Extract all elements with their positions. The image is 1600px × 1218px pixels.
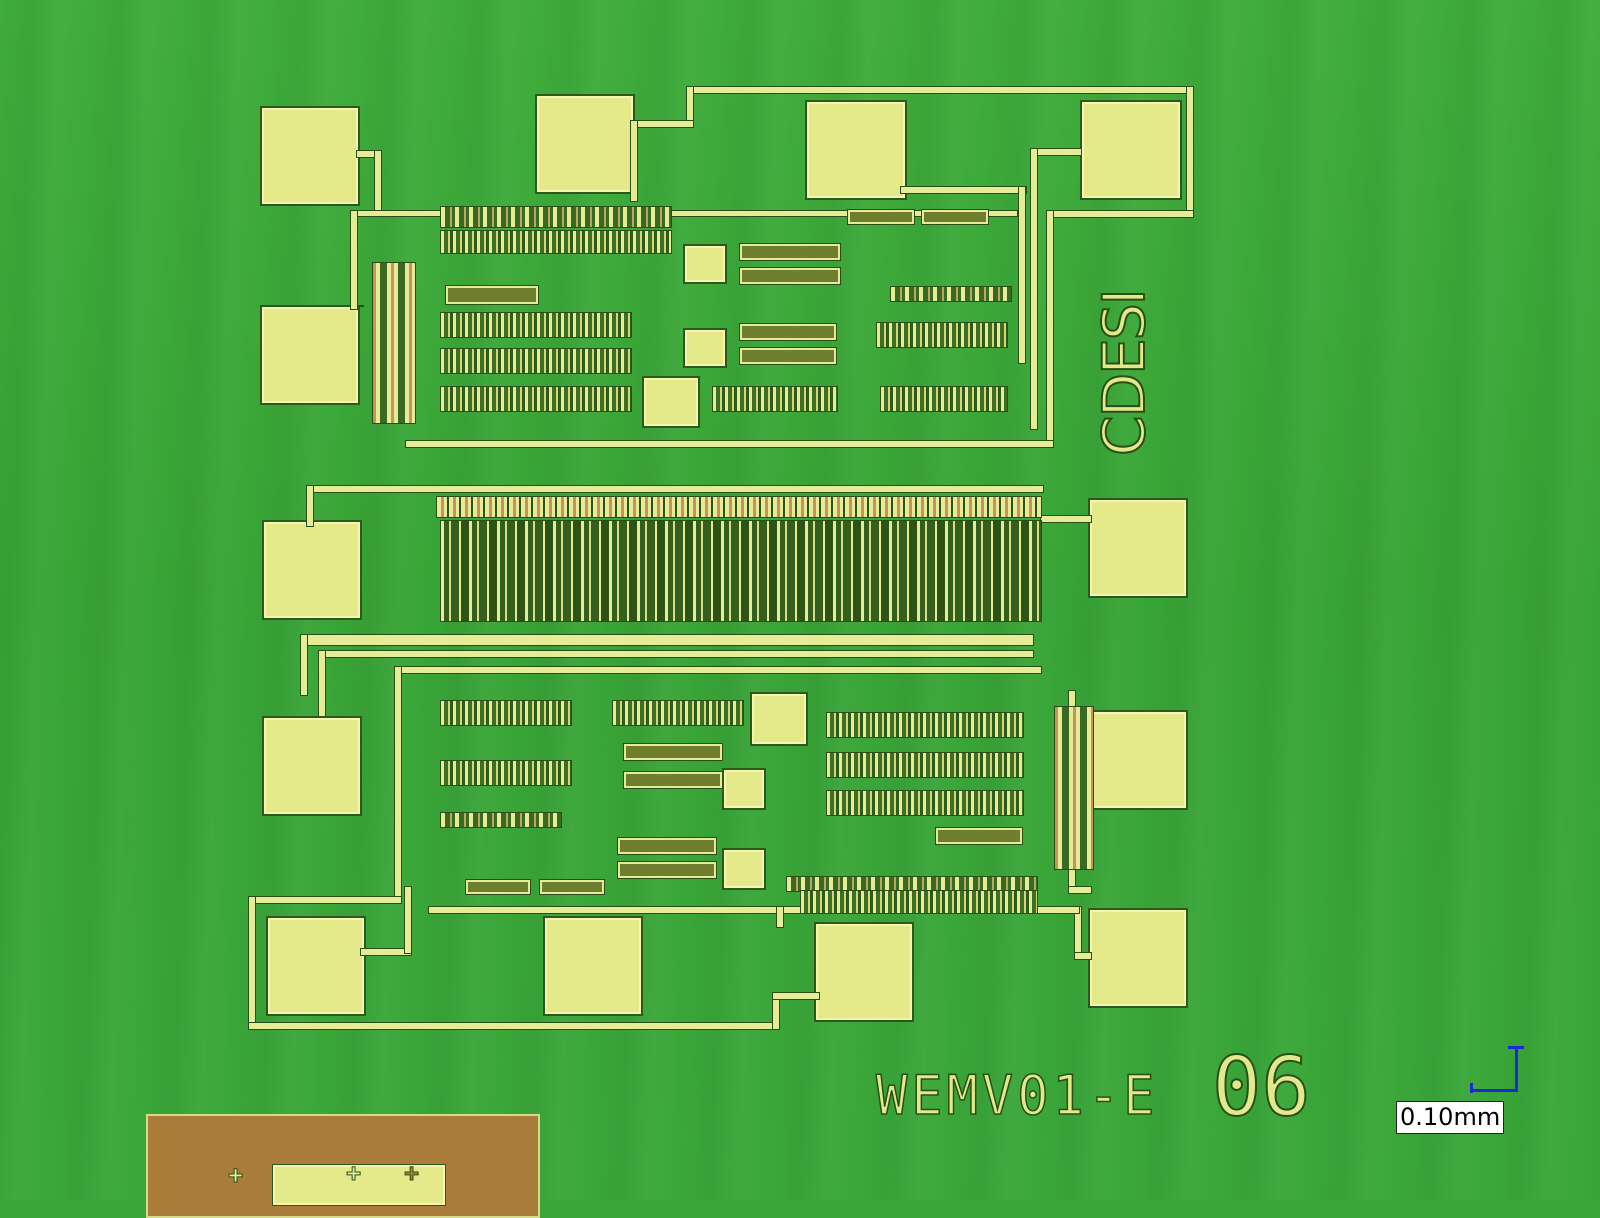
probe-pad [683,328,727,368]
trace [1046,210,1054,448]
trace [428,906,1080,914]
bond-pad [266,916,366,1016]
bond-pad [1088,710,1188,810]
cdesi-logo: CDESI [1089,289,1159,457]
transistor-row [440,812,562,828]
trace [1068,886,1092,894]
trace [306,485,314,527]
resistor-array [1054,706,1094,870]
resistor [739,323,837,341]
transistor-row [880,386,1008,412]
trace [776,906,784,928]
bond-pad [814,922,914,1022]
bond-pad [1080,100,1182,200]
transistor-row [440,312,632,338]
scale-bar-line [1470,1089,1518,1092]
transistor-row [826,712,1024,738]
resistor [739,267,841,285]
transistor-row [440,760,572,786]
comb-contacts [436,496,1042,518]
trace [318,650,1034,658]
trace [630,120,694,128]
bond-pad [262,716,362,816]
resistor [445,285,539,305]
bond-pad [1088,498,1188,598]
fiducial-cross-icon: + [345,1158,362,1189]
resistor [739,347,837,365]
trace [300,634,308,696]
bond-pad [260,305,360,405]
resistor [617,837,717,855]
trace [1030,148,1038,430]
chip-id-label: WEMV01-E [875,1064,1159,1129]
scale-bar-label: 0.10mm [1396,1101,1505,1134]
transistor-row [440,348,632,374]
trace [306,485,1044,493]
scale-bar-line [1470,1083,1473,1093]
trace [1040,515,1092,523]
transistor-row [440,230,672,254]
trace [630,120,638,202]
fiducial-cross-icon: + [227,1160,244,1191]
transistor-row [800,890,1038,914]
resistor [847,209,915,225]
bond-pad [1088,908,1188,1008]
trace [248,896,402,904]
capacitor-comb-array [440,520,1042,622]
trace [900,186,1027,194]
bond-pad [535,94,635,194]
resistor-array [372,262,416,424]
scale-bar-line [1515,1046,1518,1092]
resistor [739,243,841,261]
fiducial-cross-icon: + [403,1158,420,1189]
trace [1046,210,1194,218]
trace [772,992,820,1000]
probe-pad [722,848,766,890]
trace [248,1022,780,1030]
probe-pad [722,768,766,810]
probe-pad [683,244,727,284]
transistor-row [440,206,672,228]
trace [318,650,326,722]
trace [1186,86,1194,218]
transistor-row [440,386,632,412]
trace [404,886,412,954]
trace [1018,186,1026,364]
probe-pad [750,692,808,746]
trace [1074,952,1092,960]
trace [405,440,1054,448]
trace [300,634,1034,646]
bond-pad [262,520,362,620]
chip-number-label: 06 [1211,1039,1312,1136]
bond-pad [543,916,643,1016]
resistor [617,861,717,879]
bond-pad [805,100,907,200]
transistor-row [712,386,838,412]
trace [350,210,358,310]
transistor-row [826,790,1024,816]
trace [248,896,256,1028]
resistor [539,879,605,895]
resistor [935,827,1023,845]
transistor-row [440,700,572,726]
transistor-row [826,752,1024,778]
trace [394,666,1042,674]
scale-bar-line [1508,1046,1524,1049]
transistor-row [876,322,1008,348]
transistor-row [612,700,744,726]
resistor [921,209,989,225]
trace [686,86,1194,94]
resistor [623,743,723,761]
resistor [465,879,531,895]
transistor-row [890,286,1012,302]
trace [394,666,402,904]
trace [374,150,382,212]
resistor [623,771,723,789]
bond-pad [260,106,360,206]
probe-pad [642,376,700,428]
